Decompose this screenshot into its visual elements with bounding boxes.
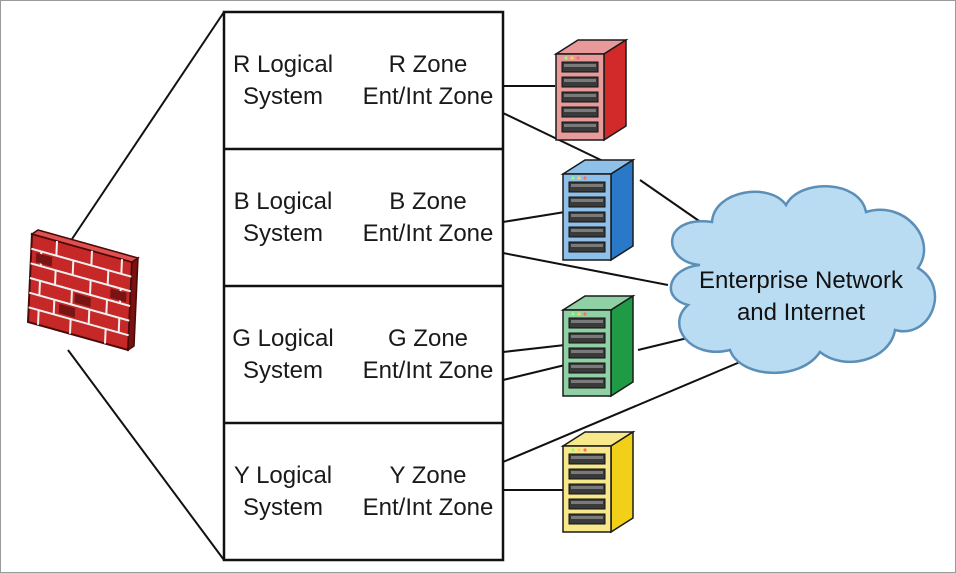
r-system-name-line2: System [243,83,323,110]
server-bay-slot [564,79,596,82]
server-led [576,56,580,60]
firewall-connector-top [67,11,225,246]
server-led [571,176,575,180]
server-led [571,448,575,452]
server-bay-slot [571,501,603,504]
server-bay-slot [571,350,603,353]
firewall-mortar-row [29,291,130,322]
b-system-name-line2: System [243,220,323,247]
firewall-mortar-joint [106,270,110,285]
server-led [571,312,575,316]
server-led [583,312,587,316]
r-system-name-line1: R Logical [233,51,333,78]
connection-lines [502,85,741,491]
firewall-mortar-joint [87,309,91,325]
server-side [603,38,627,142]
firewall-mortar-joint [104,328,107,344]
server-bay-slot [571,214,603,217]
server-led [570,56,574,60]
firewall-mortar-joint [117,317,121,333]
server-side [610,158,634,262]
server-led [577,176,581,180]
server-led [583,176,587,180]
cloud-label-line1: Enterprise Network [699,267,904,294]
g-server-icon [560,294,636,398]
server-side [610,430,634,534]
link-g-zone-to-g-server-b [502,364,566,381]
server-bay-slot [571,380,603,383]
firewall-mortar-joint [38,280,41,296]
server-bay-slot [571,516,603,519]
server-bay-slot [571,335,603,338]
firewall-mortar-row [31,247,132,278]
server-led [564,56,568,60]
firewall-mortar-joint [54,270,57,286]
g-system-name-line2: System [243,357,323,384]
firewall-mortar-joint [90,250,93,266]
server-bay-slot [571,244,603,247]
firewall-mortar-joint [69,319,72,334]
firewall-mortar-joint [52,299,56,315]
link-y-zone-to-cloud [502,361,741,463]
b-system-name-line1: B Logical [234,188,333,215]
b-server-icon [560,158,636,262]
firewall-mortar-row [29,277,131,307]
cloud-icon: Enterprise Network and Internet [669,185,937,374]
b-zone-line2: Ent/Int Zone [363,220,494,247]
server-bay-slot [571,184,603,187]
r-zone-line2: Ent/Int Zone [363,83,494,110]
firewall-mortar-joint [71,260,75,276]
firewall-dark-brick [35,252,53,267]
link-r-zone-to-cloud-a [502,112,606,163]
firewall-mortar-joint [55,240,58,256]
server-led [583,448,587,452]
server-bay-slot [571,199,603,202]
y-zone-line2: Ent/Int Zone [363,494,494,521]
server-led [577,312,581,316]
server-bay-slot [564,124,596,127]
server-bay-slot [564,94,596,97]
server-bay-slot [571,486,603,489]
logical-system-stack: R Logical System R Zone Ent/Int Zone B L… [222,10,505,562]
server-bay-slot [571,471,603,474]
cloud-shape [669,185,937,374]
firewall-mortar-joint [120,259,123,274]
g-zone-line2: Ent/Int Zone [363,357,494,384]
firewall-dark-brick [74,293,91,308]
link-b-zone-to-cloud [502,252,669,286]
server-bay-slot [564,109,596,112]
server-led [577,448,581,452]
link-b-zone-to-b-server [502,211,566,223]
server-bay-slot [564,64,596,67]
firewall-dark-brick [58,303,76,318]
y-server-icon [560,430,636,534]
r-server-icon [553,38,629,142]
cloud-label-line2: and Internet [737,299,865,326]
server-bay-slot [571,229,603,232]
server-bay-slot [571,365,603,368]
firewall-icon [26,229,140,352]
link-g-zone-to-g-server-a [502,344,566,353]
y-zone-line1: Y Zone [390,462,467,489]
firewall-top [30,229,140,263]
y-system-name-line1: Y Logical [234,462,332,489]
r-zone-line1: R Zone [389,51,468,78]
server-side [610,294,634,398]
firewall-connector-bottom [67,349,225,561]
firewall-mortar-joint [37,310,40,325]
server-bay-slot [571,456,603,459]
firewall-dark-brick [110,288,127,303]
firewall-mortar-row [30,262,131,293]
g-zone-line1: G Zone [388,325,468,352]
firewall-mortar-joint [105,299,108,315]
firewall-mortar-joint [70,289,73,305]
y-system-name-line2: System [243,494,323,521]
firewall-mortar-row [28,306,129,337]
server-bay-slot [571,320,603,323]
firewall-mortar-joint [89,280,92,295]
g-system-name-line1: G Logical [232,325,333,352]
b-zone-line1: B Zone [389,188,466,215]
